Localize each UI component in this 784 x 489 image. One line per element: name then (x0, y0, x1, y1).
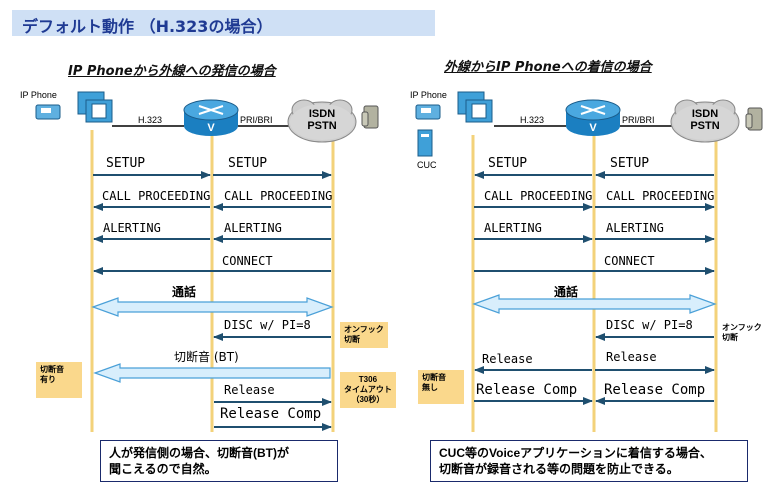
right-msg-rc-b: Release Comp (604, 382, 706, 398)
left-msg-disc: DISC w/ PI=8 (224, 318, 311, 332)
left-lifelines (90, 130, 335, 432)
right-note-onhook: オンフック 切断 (722, 323, 762, 342)
right-msg-connect: CONNECT (604, 254, 655, 268)
right-msg-release-b: Release (606, 350, 657, 364)
left-msg-cp-a: CALL PROCEEDING (102, 189, 211, 203)
right-h323-label: H.323 (520, 115, 545, 125)
left-cloud-icon (287, 99, 357, 143)
left-ip-phone-label: IP Phone (20, 90, 57, 100)
left-msg-connect: CONNECT (222, 254, 273, 268)
left-msg-release: Release (224, 383, 275, 397)
right-cuc-label: CUC (417, 160, 437, 170)
right-cuc-icon (417, 129, 433, 157)
left-msg-bt: 切断音 (BT) (174, 350, 239, 364)
left-handset-icon (361, 105, 379, 129)
left-note-bt: 切断音 有り (36, 362, 82, 398)
page-title: デフォルト動作 （H.323の場合） (22, 17, 273, 36)
left-msg-setup-b: SETUP (228, 156, 268, 171)
right-subtitle: 外線からIP Phoneへの着信の場合 (444, 60, 652, 75)
left-msg-al-b: ALERTING (224, 221, 282, 235)
right-ip-phone-icon (415, 104, 441, 120)
right-pri-label: PRI/BRI (622, 115, 655, 125)
right-note-bt: 切断音 無し (418, 370, 464, 404)
right-msg-al-b: ALERTING (606, 221, 664, 235)
svg-text:V: V (207, 122, 215, 134)
left-subtitle: IP Phoneから外線への発信の場合 (68, 64, 276, 79)
right-talk-arrow (472, 294, 717, 314)
left-talk-arrow (91, 297, 334, 317)
right-handset-icon (745, 107, 763, 131)
left-cloud-label: ISDN PSTN (307, 108, 337, 132)
right-msg-rc-a: Release Comp (476, 382, 578, 398)
left-msg-cp-b: CALL PROCEEDING (224, 189, 333, 203)
svg-text:V: V (589, 122, 597, 134)
right-msg-cp-b: CALL PROCEEDING (606, 189, 715, 203)
right-msg-setup-b: SETUP (610, 156, 650, 171)
right-msg-cp-a: CALL PROCEEDING (484, 189, 593, 203)
right-caption: CUC等のVoiceアプリケーションに着信する場合、 切断音が録音される等の問題… (430, 440, 748, 482)
right-msg-setup-a: SETUP (488, 156, 528, 171)
right-router-icon: V (565, 99, 621, 136)
title-bar (12, 10, 435, 36)
left-msg-talk: 通話 (172, 285, 197, 299)
left-router-icon: V (183, 99, 239, 136)
left-caption: 人が発信側の場合、切断音(BT)が 聞こえるので自然。 (100, 440, 338, 482)
right-lifelines (471, 135, 718, 432)
left-msg-release-comp: Release Comp (220, 406, 322, 422)
right-msg-al-a: ALERTING (484, 221, 542, 235)
left-note-onhook: オンフック 切断 (340, 322, 388, 348)
right-msg-talk: 通話 (554, 285, 579, 299)
right-cloud-icon (670, 99, 740, 143)
left-arrows (93, 171, 332, 431)
left-ip-phone-icon (35, 104, 61, 120)
left-msg-setup-a: SETUP (106, 156, 146, 171)
left-msg-al-a: ALERTING (103, 221, 161, 235)
right-server-icon (457, 91, 493, 123)
left-h323-label: H.323 (138, 115, 163, 125)
right-msg-disc: DISC w/ PI=8 (606, 318, 693, 332)
right-arrows (474, 171, 715, 405)
left-note-t306: T306 タイムアウト （30秒） (340, 372, 396, 408)
right-msg-release-a: Release (482, 352, 533, 366)
right-cloud-label: ISDN PSTN (690, 108, 720, 132)
left-pri-label: PRI/BRI (240, 115, 273, 125)
right-ip-phone-label: IP Phone (410, 90, 447, 100)
left-server-icon (77, 91, 113, 123)
left-bt-arrow (93, 363, 331, 383)
